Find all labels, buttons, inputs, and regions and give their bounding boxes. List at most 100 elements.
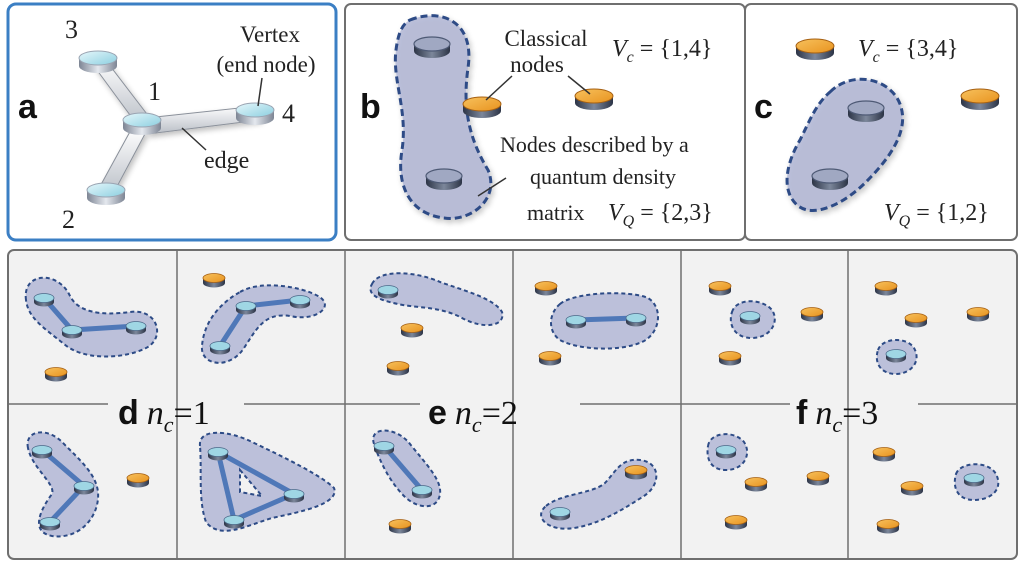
quantum-node-2 — [425, 168, 463, 191]
quantum-node — [39, 517, 61, 531]
classical-node — [388, 519, 412, 534]
cell-d2 — [200, 273, 326, 364]
quantum-node — [73, 481, 95, 495]
node-number-1: 1 — [148, 77, 161, 106]
quantum-node — [963, 473, 985, 487]
quantum-node — [625, 313, 647, 327]
quantum-node — [31, 445, 53, 459]
vc-equation-b: Vc = {1,4} — [612, 36, 712, 66]
quantum-node — [715, 445, 737, 459]
cell-f1 — [708, 281, 824, 366]
quantum-region — [393, 14, 493, 220]
classical-pointer-b — [567, 75, 591, 95]
classical-node — [724, 515, 748, 530]
classical-node — [806, 471, 830, 486]
panel-a-label: a — [18, 88, 38, 126]
classical-node — [904, 313, 928, 328]
quantum-node — [377, 285, 399, 299]
quantum-desc-line3: matrix — [527, 200, 584, 225]
quantum-region — [24, 276, 159, 358]
classical-node — [800, 307, 824, 322]
quantum-desc-line2: quantum density — [530, 164, 676, 189]
quantum-node-3 — [413, 36, 451, 59]
quantum-node — [207, 447, 229, 461]
classical-node — [718, 351, 742, 366]
cell-f2 — [874, 281, 990, 376]
vc-equation-c: Vc = {3,4} — [858, 36, 958, 66]
quantum-region — [26, 431, 100, 538]
cell-f3 — [706, 433, 830, 530]
quantum-node — [125, 321, 147, 335]
cell-e2 — [534, 281, 660, 366]
classical-node-1 — [462, 96, 502, 119]
classical-node — [876, 519, 900, 534]
panel-c-label: c — [754, 88, 773, 126]
vq-equation-b: VQ = {2,3} — [608, 200, 713, 230]
cell-d3 — [26, 431, 150, 538]
quantum-node — [61, 325, 83, 339]
cell-f4 — [872, 447, 1000, 534]
classical-node — [966, 307, 990, 322]
classical-node — [126, 473, 150, 488]
graph-edges — [93, 57, 261, 197]
quantum-node — [289, 295, 311, 309]
panel-b-label: b — [360, 88, 381, 126]
quantum-node — [885, 349, 907, 363]
classical-node — [386, 361, 410, 376]
quantum-node — [411, 485, 433, 499]
cell-d1 — [24, 276, 159, 382]
classical-pointer-a — [485, 75, 513, 101]
node-number-4: 4 — [282, 99, 295, 128]
classical-node-4 — [574, 88, 614, 111]
quantum-node — [235, 301, 257, 315]
cell-d4 — [198, 431, 336, 532]
quantum-pointer — [477, 177, 507, 197]
classical-node-3-c — [795, 38, 835, 61]
classical-node — [874, 281, 898, 296]
classical-node — [624, 465, 648, 480]
vertex-2-node — [86, 182, 126, 206]
classical-node — [900, 481, 924, 496]
classical-node — [534, 281, 558, 296]
quantum-edge — [214, 447, 300, 524]
vertex-3-node — [78, 50, 118, 74]
classical-label-line2: nodes — [510, 52, 564, 77]
edge-pointer — [181, 127, 207, 151]
classical-node-4-c — [960, 88, 1000, 111]
classical-node — [708, 281, 732, 296]
classical-label-line1: Classical — [504, 26, 587, 51]
quantum-node — [283, 489, 305, 503]
vertex-title: Vertex — [240, 22, 301, 47]
quantum-node-2-c — [811, 168, 849, 191]
classical-node — [202, 273, 226, 288]
quantum-desc-line1: Nodes described by a — [500, 132, 689, 157]
classical-node — [538, 351, 562, 366]
quantum-node-1-c — [847, 100, 885, 123]
classical-node — [400, 323, 424, 338]
quantum-node — [223, 515, 245, 529]
quantum-node — [549, 507, 571, 521]
vertex-pointer — [257, 77, 263, 107]
cell-e3 — [372, 429, 442, 534]
bottom-panel: dnc=1 enc=2 fnc=3 — [7, 249, 1018, 560]
classical-node — [872, 447, 896, 462]
vertex-1-node — [122, 112, 162, 136]
quantum-node — [209, 341, 231, 355]
quantum-node — [565, 315, 587, 329]
vq-equation-c: VQ = {1,2} — [884, 200, 989, 230]
node-number-2: 2 — [62, 205, 75, 234]
quantum-region — [369, 272, 504, 327]
panel-a: a 3 1 4 2 Vertex (end node) edge — [6, 2, 338, 242]
edge-label: edge — [204, 148, 249, 174]
grid-lines — [8, 250, 1017, 559]
panel-b: b Classical nodes Vc = {1,4} Nodes descr… — [344, 3, 746, 241]
quantum-node — [373, 441, 395, 455]
quantum-node — [33, 293, 55, 307]
cell-e1 — [369, 272, 504, 376]
cell-e4 — [540, 458, 658, 530]
panel-c: c Vc = {3,4} VQ = {1,2} — [744, 3, 1018, 241]
